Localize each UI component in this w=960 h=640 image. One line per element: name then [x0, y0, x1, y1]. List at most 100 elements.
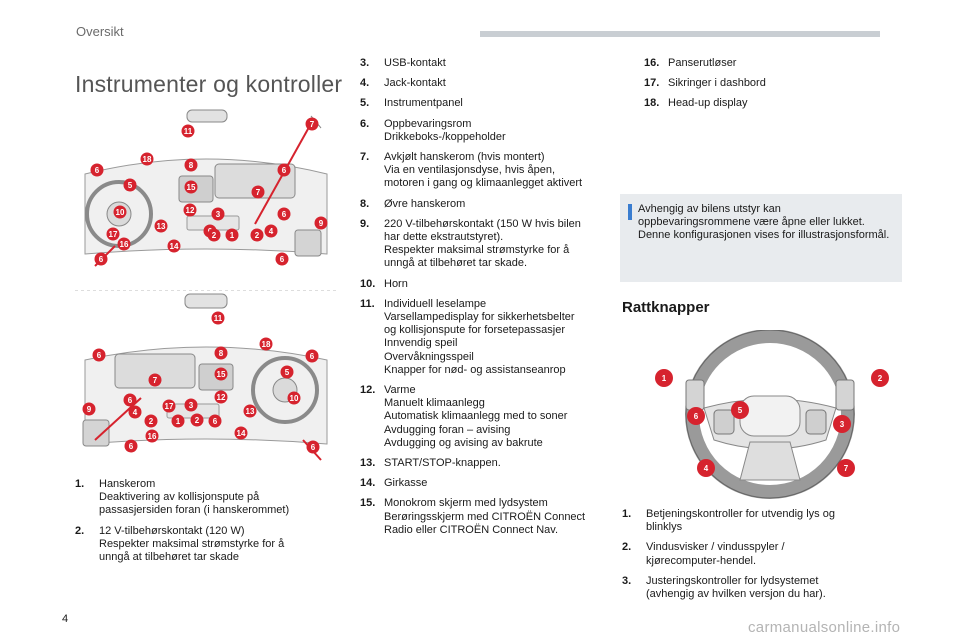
- svg-text:12: 12: [217, 393, 226, 402]
- callout-badge: 7: [837, 459, 855, 477]
- legend-text: Øvre hanskerom: [384, 198, 615, 211]
- legend-number: 3.: [622, 574, 632, 587]
- callout-badge: 6: [306, 440, 320, 454]
- callout-badge: 13: [154, 219, 168, 233]
- legend-number: 15.: [360, 497, 376, 510]
- legend-line: Avkjølt hanskerom (hvis montert): [384, 151, 545, 164]
- legend-line: passasjersiden foran (i hanskerommet): [99, 504, 290, 517]
- legend-number: 3.: [360, 57, 370, 69]
- svg-text:6: 6: [282, 210, 287, 219]
- svg-text:12: 12: [186, 206, 195, 215]
- callout-badge: 6: [687, 407, 705, 425]
- svg-text:2: 2: [195, 416, 200, 425]
- svg-text:11: 11: [214, 314, 223, 323]
- svg-text:15: 15: [187, 183, 196, 192]
- svg-text:13: 13: [246, 407, 255, 416]
- svg-text:7: 7: [256, 188, 261, 197]
- callout-badge: 1: [655, 369, 673, 387]
- legend-number: 7.: [360, 151, 370, 164]
- legend-number: 12.: [360, 384, 376, 397]
- legend-line: har dette ekstrautstyret).: [384, 231, 504, 244]
- legend-line: blinklys: [646, 521, 683, 534]
- legend-number: 2.: [622, 541, 632, 554]
- legend-item: 13.START/STOP-knappen.: [360, 457, 615, 470]
- callout-badge: 6: [208, 414, 222, 428]
- legend-number: 1.: [622, 508, 632, 520]
- callout-badge: 6: [275, 252, 289, 266]
- legend-number: 9.: [360, 217, 370, 230]
- svg-text:1: 1: [230, 231, 235, 240]
- info-note: Avhengig av bilens utstyr kan oppbevarin…: [620, 194, 902, 282]
- legend-line: Berøringsskjerm med CITROËN Connect: [384, 510, 586, 523]
- callout-badge: 4: [697, 459, 715, 477]
- legend-number: 6.: [360, 117, 370, 130]
- legend-text: Head-up display: [668, 97, 894, 110]
- callout-badge: 3: [833, 415, 851, 433]
- legend-line: Horn: [384, 277, 408, 290]
- callout-badge: 16: [117, 237, 131, 251]
- legend-line: Manuelt klimaanlegg: [384, 397, 485, 410]
- callout-badge: 6: [123, 393, 137, 407]
- page-title: Instrumenter og kontroller: [75, 71, 343, 98]
- legend-text: 220 V-tilbehørskontakt (150 W hvis bilen…: [384, 218, 615, 271]
- callout-badge: 6: [90, 163, 104, 177]
- svg-text:16: 16: [148, 432, 157, 441]
- legend-line: Via en ventilasjonsdyse, hvis åpen,: [384, 164, 556, 177]
- legend-text: Vindusvisker / vindusspyler /kjørecomput…: [646, 541, 892, 567]
- svg-text:2: 2: [255, 231, 260, 240]
- svg-text:2: 2: [149, 417, 154, 426]
- legend-text: Instrumentpanel: [384, 97, 615, 110]
- legend-text: Panserutløser: [668, 57, 894, 70]
- legend-line: Automatisk klimaanlegg med to soner: [384, 410, 568, 423]
- svg-text:6: 6: [128, 396, 133, 405]
- callout-badge: 5: [123, 178, 137, 192]
- legend-number: 8.: [360, 197, 370, 210]
- callout-badge: 14: [234, 426, 248, 440]
- svg-text:4: 4: [704, 464, 709, 473]
- callout-badge: 11: [211, 311, 225, 325]
- legend-item: 10.Horn: [360, 278, 615, 291]
- callout-badge: 17: [106, 227, 120, 241]
- page-number: 4: [62, 613, 69, 625]
- legend-line: Varme: [384, 384, 416, 397]
- legend-line: unngå at tilbehøret tar skade: [99, 551, 240, 564]
- callout-badge: 6: [94, 252, 108, 266]
- legend-line: Individuell leselampe: [384, 297, 487, 310]
- svg-text:6: 6: [99, 255, 104, 264]
- callout-badge: 14: [167, 239, 181, 253]
- legend-number: 11.: [360, 297, 375, 310]
- legend-item: 7. Avkjølt hanskerom (hvis montert)Via en…: [360, 151, 615, 191]
- callout-badge: 2: [250, 228, 264, 242]
- steering-wheel-illustration: 1 2 6 5 3 4 7: [640, 329, 900, 505]
- callout-badge: 11: [181, 124, 195, 138]
- legend-line: Betjeningskontroller for utvendig lys og: [646, 508, 835, 520]
- legend-line: Panserutløser: [668, 57, 737, 69]
- callout-badge: 15: [214, 367, 228, 381]
- callout-badge: 10: [113, 205, 127, 219]
- legend-line: Vindusvisker / vindusspyler /: [646, 541, 785, 554]
- legend-line: Varsellampedisplay for sikkerhetsbelter: [384, 311, 575, 324]
- callout-badge: 2: [871, 369, 889, 387]
- legend-item: 16.Panserutløser: [644, 57, 894, 70]
- callout-badge: 5: [280, 365, 294, 379]
- legend-item: 18.Head-up display: [644, 97, 894, 110]
- info-note-text: Avhengig av bilens utstyr kan oppbevarin…: [638, 203, 890, 242]
- callout-badge: 16: [145, 429, 159, 443]
- legend-line: unngå at tilbehøret tar skade.: [384, 257, 528, 270]
- callout-badge: 18: [259, 337, 273, 351]
- legend-line: Jack-kontakt: [384, 77, 446, 90]
- svg-text:5: 5: [738, 406, 743, 415]
- callout-badge: 3: [211, 207, 225, 221]
- legend-item: 3.USB-kontakt: [360, 57, 615, 70]
- steering-controls-title: Rattknapper: [622, 299, 710, 316]
- legend-item: 1. Betjeningskontroller for utvendig lys …: [622, 508, 892, 534]
- legend-line: 12 V-tilbehørskontakt (120 W): [99, 524, 245, 537]
